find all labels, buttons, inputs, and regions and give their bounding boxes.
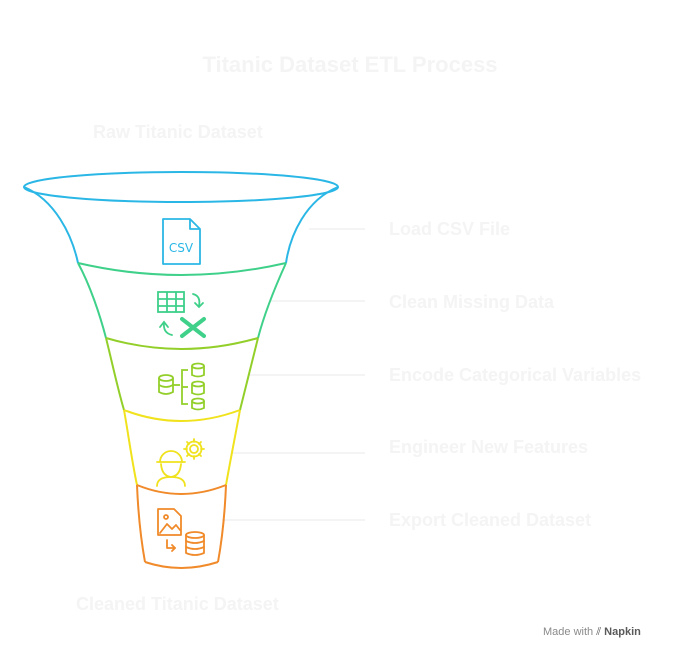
funnel-stage-3 [105,337,259,411]
diagram-title: Titanic Dataset ETL Process [202,52,498,77]
funnel-stage-4 [123,409,241,486]
step-label-load-csv: Load CSV File [389,219,511,239]
funnel-stage-2 [77,262,287,339]
napkin-logo-icon: ⫽ [596,626,602,638]
database-hierarchy-icon [158,362,205,411]
step-label-encode-categorical: Encode Categorical Variables [389,365,642,385]
engineer-gear-icon [156,438,205,487]
csv-file-icon: CSV [162,218,201,265]
step-label-engineer-features: Engineer New Features [389,437,589,457]
output-label: Cleaned Titanic Dataset [76,594,279,614]
table-transform-icon [157,291,206,338]
svg-text:CSV: CSV [169,241,194,255]
step-label-export-cleaned: Export Cleaned Dataset [389,510,592,530]
napkin-branding[interactable]: Made with ⫽ Napkin [543,626,641,639]
funnel-stage-5 [136,484,227,569]
funnel-stage-1 [23,171,339,264]
image-to-database-icon [157,508,205,556]
step-label-clean-missing: Clean Missing Data [389,292,555,312]
input-label: Raw Titanic Dataset [93,122,263,142]
napkin-brand-text: Napkin [604,626,641,638]
made-with-text: Made with [543,626,594,638]
